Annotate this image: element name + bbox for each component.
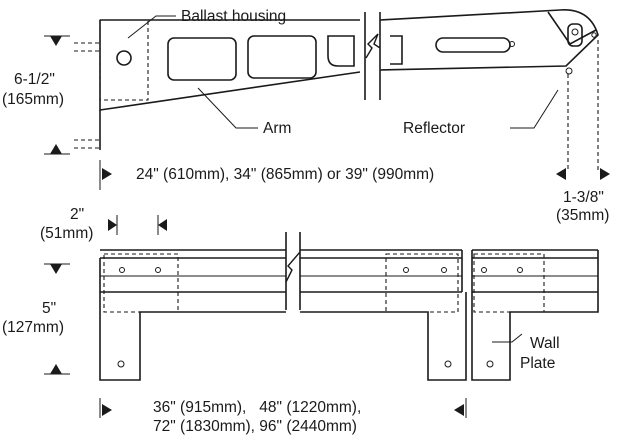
arm-length-label: 24" (610mm), 34" (865mm) or 39" (990mm) — [136, 166, 434, 183]
fixture-body — [99, 232, 599, 310]
offset-arrow-left — [556, 168, 566, 180]
arm-right-outline — [379, 9, 599, 71]
mount-holes — [119, 267, 523, 273]
wall-plate-3 — [471, 292, 599, 381]
pivot-screw — [591, 32, 597, 38]
reflector-leader — [510, 89, 559, 129]
arm-assembly — [99, 9, 599, 111]
reflector-offset-mm: (35mm) — [556, 207, 609, 224]
arm-cutout-3 — [327, 35, 355, 67]
wall-plate-1-screw — [117, 360, 125, 368]
plate-height-in: 5" — [42, 300, 56, 317]
mount-box-2 — [385, 253, 459, 313]
arm-leader — [197, 87, 258, 129]
fixture-joint — [461, 250, 473, 292]
arm-cutout-1 — [167, 37, 237, 81]
fixture-length-line1: 36" (915mm), 48" (1220mm), — [153, 399, 361, 416]
label-wall-plate-2: Plate — [520, 355, 555, 372]
wall-bolts-top — [74, 42, 100, 149]
reflector-offset-in: 1-3/8" — [563, 189, 604, 206]
fixture-length-line2: 72" (1830mm), 96" (2440mm) — [153, 418, 357, 435]
arm-break-lines — [364, 12, 381, 100]
arm-pivot-lines — [547, 11, 597, 46]
arm-height-in: 6-1/2" — [14, 71, 55, 88]
plate-height-arrow-top — [50, 264, 62, 274]
wall-plate-2 — [300, 292, 467, 381]
mount-box-1 — [103, 253, 179, 313]
plate-inset-arrow-right — [158, 219, 167, 231]
wall-plate-3-screw — [486, 360, 494, 368]
plate-inset-arrow-left — [108, 219, 117, 231]
arm-cutout-2 — [247, 35, 317, 79]
fixture-length-arrow-right — [454, 404, 464, 416]
fixture-break-zigzag — [285, 251, 301, 283]
arm-cutout-4 — [390, 35, 403, 65]
wall-plate-leader — [492, 333, 523, 343]
ballast-housing-outline — [99, 19, 149, 101]
height-arrow-top — [50, 36, 62, 46]
plate-inset-mm: (51mm) — [40, 225, 93, 242]
arm-left-outline — [99, 19, 361, 111]
label-reflector: Reflector — [403, 120, 465, 137]
wall-plate-2-screw — [444, 360, 452, 368]
height-arrow-bottom — [50, 144, 62, 154]
arm-height-mm: (165mm) — [2, 91, 64, 108]
label-ballast-housing: Ballast housing — [181, 8, 286, 25]
offset-arrow-right — [600, 168, 610, 180]
pivot-slot — [567, 23, 583, 47]
label-arm: Arm — [263, 120, 291, 137]
ballast-knockout — [116, 50, 132, 66]
fixture-ends — [99, 250, 599, 292]
label-wall-plate-1: Wall — [530, 335, 560, 352]
pivot-bolt — [571, 28, 579, 36]
arm-length-arrow — [102, 168, 112, 180]
arm-hole — [509, 41, 515, 47]
reflector-extent-lines — [567, 40, 599, 170]
plate-height-mm: (127mm) — [2, 319, 64, 336]
plate-height-arrow-bottom — [50, 364, 62, 374]
arm-slot — [435, 37, 511, 53]
plate-inset-in: 2" — [70, 206, 84, 223]
reflector-screw — [565, 67, 573, 75]
wall-plate-1 — [99, 292, 286, 381]
ballast-leader — [127, 15, 176, 39]
fixture-break-lines — [285, 232, 301, 310]
arm-break-zigzag — [365, 33, 381, 59]
mount-box-3 — [473, 253, 545, 313]
fixture-length-arrow-left — [102, 404, 112, 416]
